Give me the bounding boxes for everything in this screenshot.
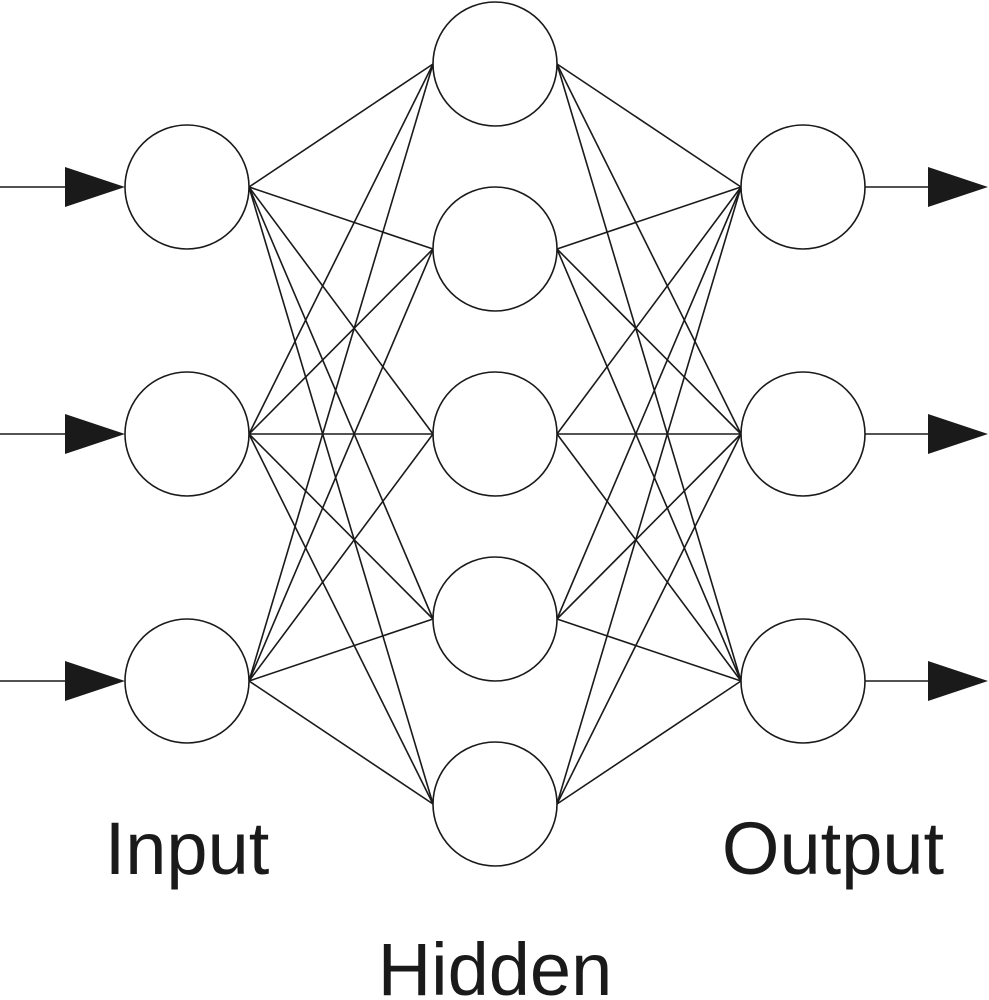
input-node-3 [124,618,250,744]
edge-hidden-3-to-output-3 [556,433,742,682]
edge-hidden-5-to-output-3 [556,680,742,805]
edge-hidden-1-to-output-3 [556,63,742,682]
edge-input-3-to-hidden-1 [248,63,434,682]
edge-hidden-4-to-output-3 [556,618,742,682]
hidden-node-2 [432,186,558,312]
edge-input-1-to-hidden-2 [248,186,434,250]
input-arrow-3 [0,661,125,701]
output-arrow-2 [865,414,988,454]
input-arrow-2-head [65,414,125,454]
edge-hidden-1-to-output-2 [556,63,742,435]
edge-input-2-to-hidden-1 [248,63,434,435]
hidden-node-5 [432,741,558,867]
edge-hidden-4-to-output-1 [556,186,742,620]
output-arrow-3 [865,661,988,701]
output-node-2 [740,371,866,497]
input-node-1 [124,124,250,250]
edge-input-1-to-hidden-4 [248,186,434,620]
edge-hidden-2-to-output-2 [556,248,742,435]
edge-hidden-2-to-output-1 [556,186,742,250]
output-arrow-3-head [928,661,988,701]
output-layer-label: Output [722,807,945,890]
hidden-node-3 [432,371,558,497]
edge-input-3-to-hidden-5 [248,680,434,805]
nodes [124,1,866,867]
edge-input-3-to-hidden-3 [248,433,434,682]
input-arrow-1-head [65,167,125,207]
io-arrows [0,167,988,701]
edge-input-2-to-hidden-2 [248,248,434,435]
input-arrow-2 [0,414,125,454]
edge-input-1-to-hidden-1 [248,63,434,188]
output-arrow-1 [865,167,988,207]
hidden-node-1 [432,1,558,127]
edge-hidden-5-to-output-2 [556,433,742,805]
edge-hidden-3-to-output-1 [556,186,742,435]
hidden-node-4 [432,556,558,682]
edge-input-1-to-hidden-5 [248,186,434,805]
edge-hidden-1-to-output-1 [556,63,742,188]
edge-hidden-5-to-output-1 [556,186,742,805]
edge-input-3-to-hidden-4 [248,618,434,682]
input-node-2 [124,371,250,497]
edge-input-1-to-hidden-3 [248,186,434,435]
edge-hidden-2-to-output-3 [556,248,742,682]
input-arrow-1 [0,167,125,207]
output-node-1 [740,124,866,250]
edge-hidden-4-to-output-2 [556,433,742,620]
input-arrow-3-head [65,661,125,701]
edge-input-2-to-hidden-5 [248,433,434,805]
output-arrow-2-head [928,414,988,454]
hidden-layer-label: Hidden [378,928,613,1000]
output-arrow-1-head [928,167,988,207]
connections [248,63,742,805]
output-node-3 [740,618,866,744]
edge-input-2-to-hidden-4 [248,433,434,620]
edge-input-3-to-hidden-2 [248,248,434,682]
input-layer-label: Input [105,807,270,890]
